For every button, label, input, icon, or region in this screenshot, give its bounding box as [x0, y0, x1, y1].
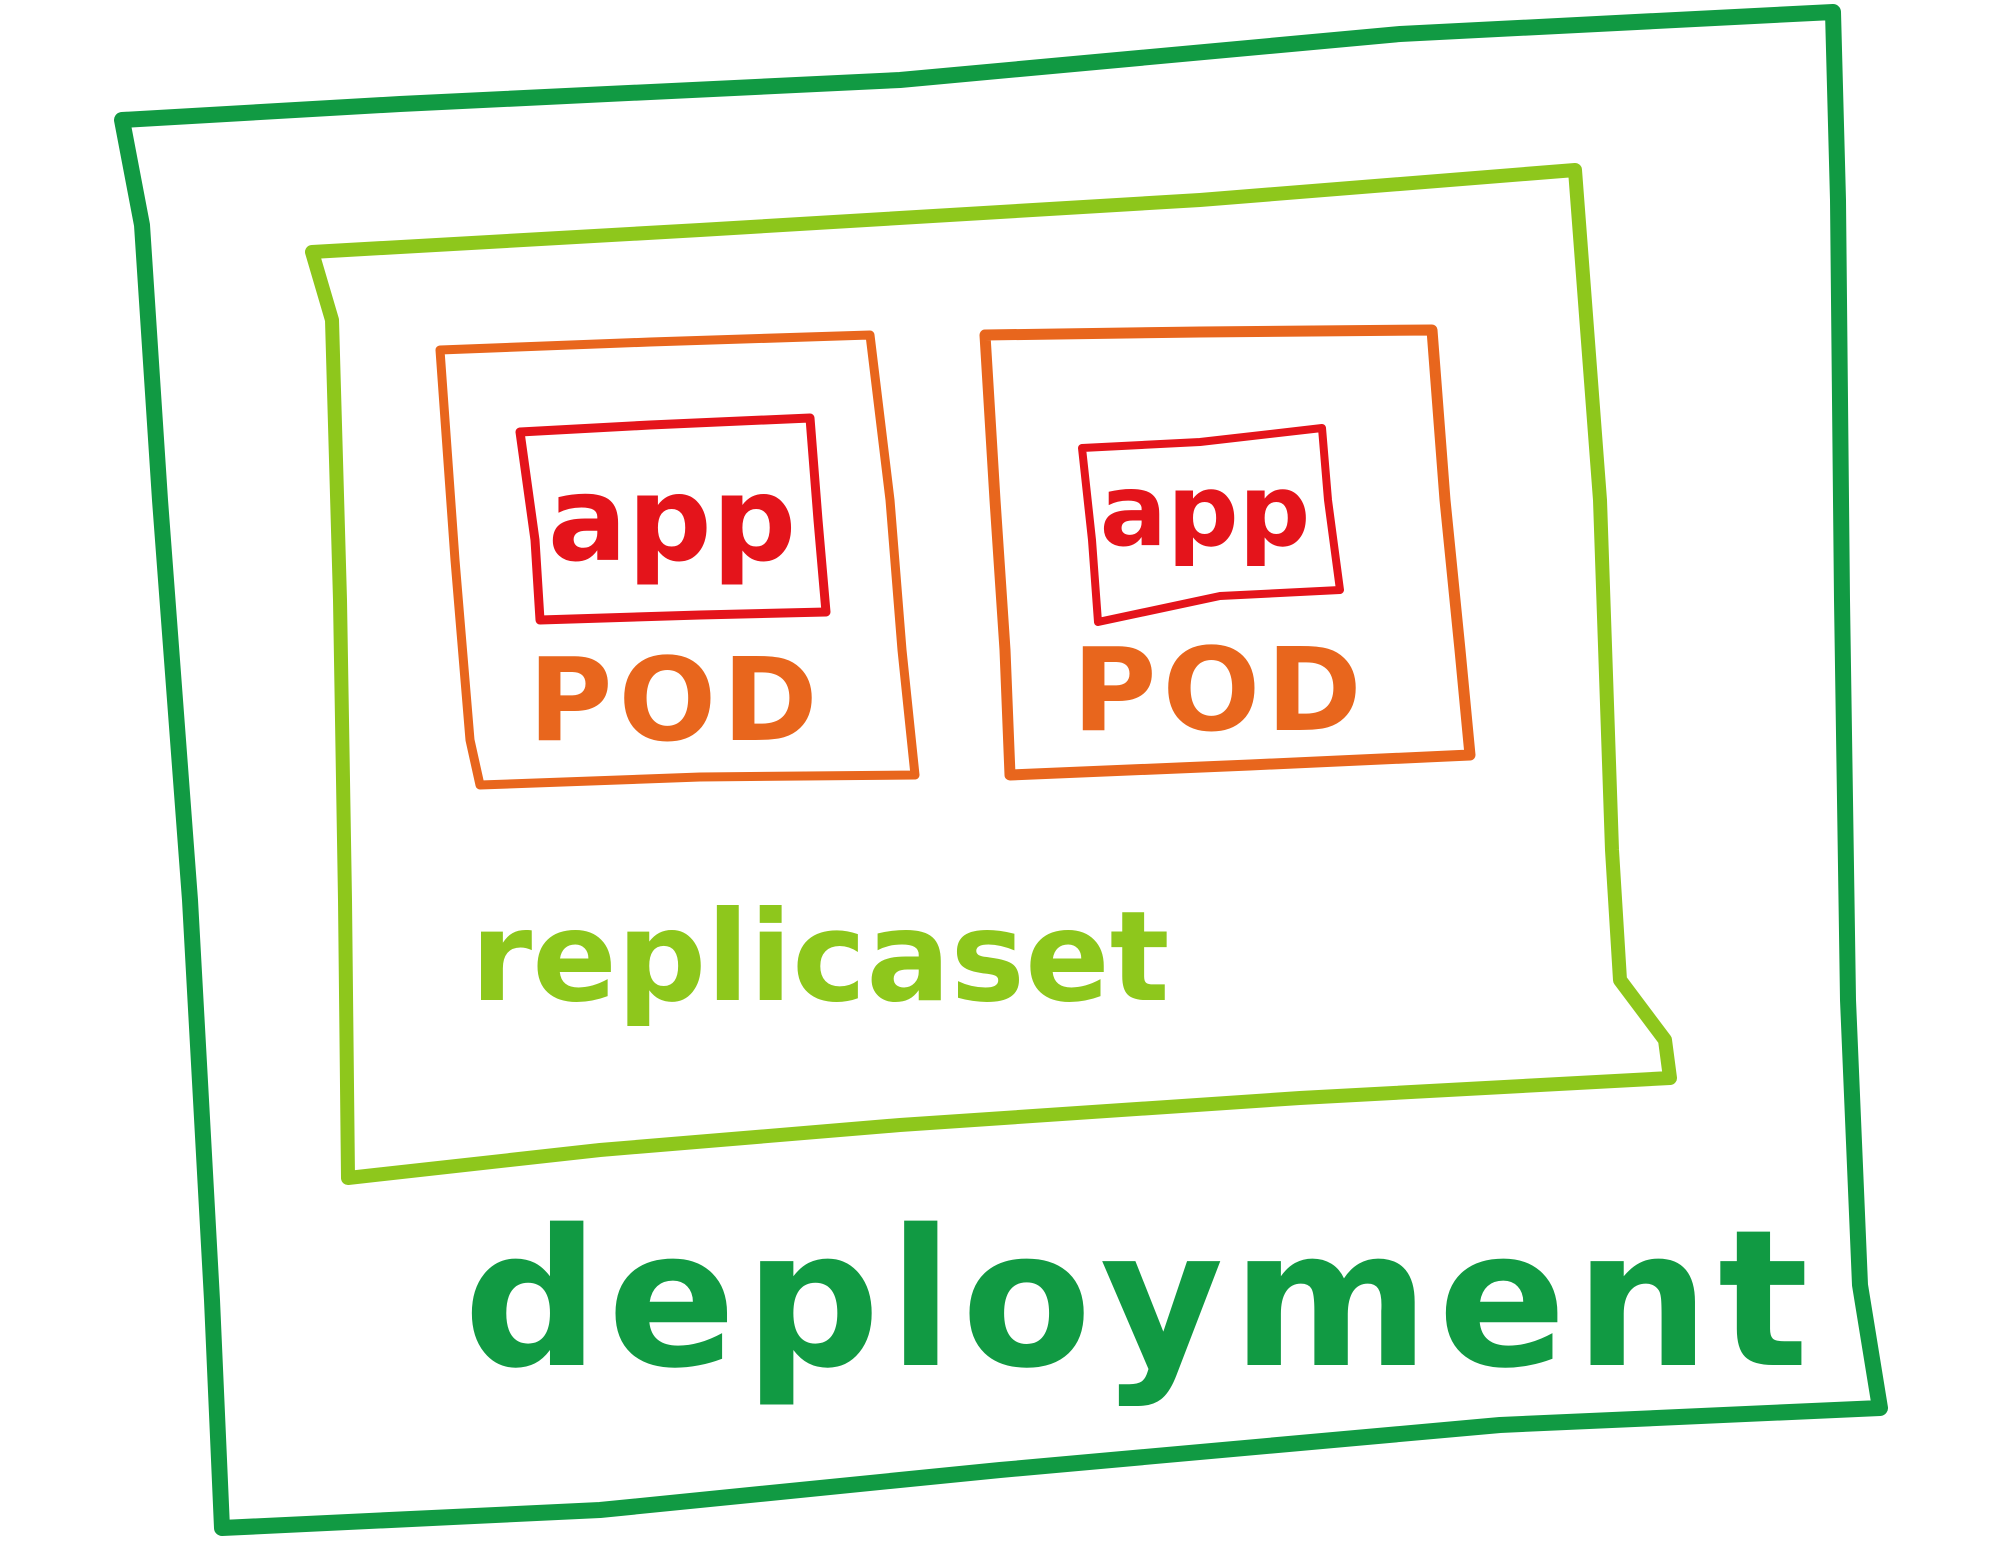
- app-box-1: app: [515, 413, 831, 625]
- pod-box-1: app POD: [435, 330, 920, 790]
- deployment-label: deployment: [463, 1189, 1816, 1410]
- replicaset-box: replicaset: [305, 163, 1677, 1185]
- pod-2-label: POD: [1072, 624, 1368, 758]
- replicaset-label: replicaset: [471, 885, 1170, 1030]
- replicaset-border: [305, 163, 1677, 1185]
- app-1-border: [515, 413, 831, 625]
- pod-1-border: [435, 330, 920, 790]
- app-2-border: [1078, 424, 1344, 626]
- app-2-label: app: [1100, 452, 1311, 569]
- app-1-label: app: [548, 450, 797, 588]
- deployment-border: [114, 4, 1888, 1536]
- pod-1-label: POD: [528, 634, 824, 768]
- pod-box-2: app POD: [979, 324, 1476, 781]
- app-box-2: app: [1078, 424, 1344, 626]
- deployment-box: deployment: [114, 4, 1888, 1536]
- pod-2-border: [979, 324, 1476, 781]
